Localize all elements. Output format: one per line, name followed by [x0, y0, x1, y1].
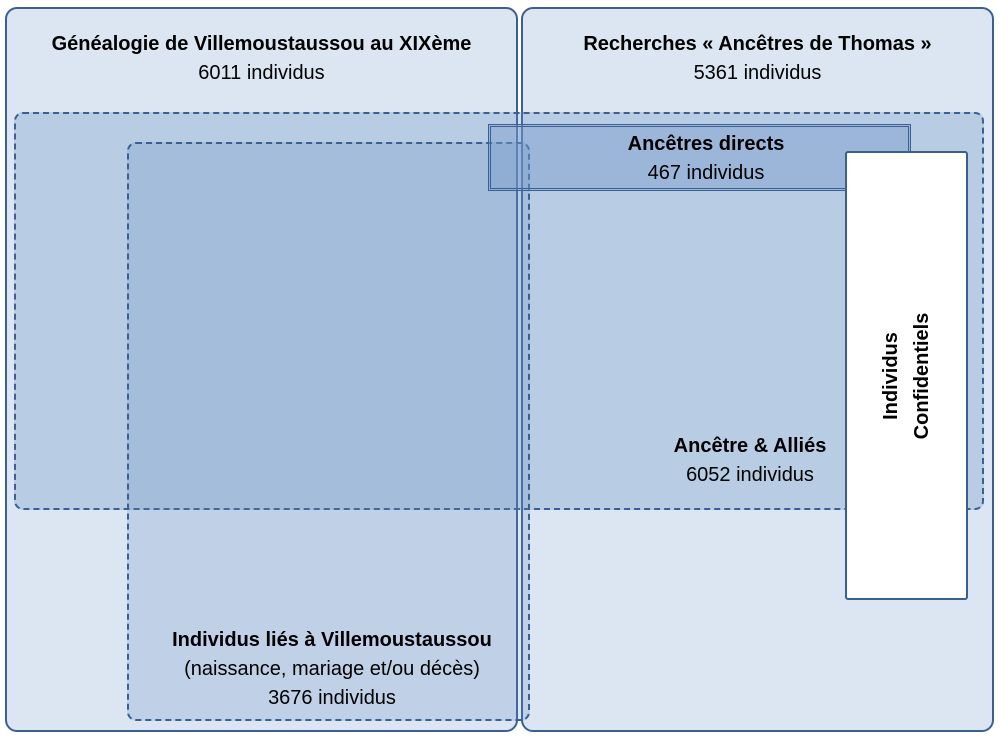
- ancestors-allies-count: 6052 individus: [686, 464, 814, 486]
- confidential-individuals-box: Individus Confidentiels: [845, 151, 968, 600]
- villemoustaussou-genealogy-label: Généalogie de Villemoustaussou au XIXème…: [5, 30, 518, 88]
- direct-ancestors-title: Ancêtres directs: [627, 133, 785, 155]
- ancestors-allies-label: Ancêtre & Alliés 6052 individus: [640, 432, 860, 490]
- confidential-individuals-label: Individus Confidentiels: [876, 312, 938, 439]
- direct-ancestors-box: [488, 124, 911, 191]
- direct-ancestors-count: 467 individus: [647, 162, 765, 184]
- linked-individuals-count: 3676 individus: [268, 687, 396, 709]
- confidential-line-2: Confidentiels: [910, 312, 933, 439]
- ancestors-allies-title: Ancêtre & Alliés: [673, 435, 827, 457]
- confidential-line-1: Individus: [879, 331, 902, 420]
- linked-individuals-subtitle: (naissance, mariage et/ou décès): [184, 658, 480, 680]
- thomas-research-label: Recherches « Ancêtres de Thomas » 5361 i…: [521, 30, 994, 88]
- villemoustaussou-genealogy-box: [5, 7, 518, 732]
- villemoustaussou-genealogy-count: 6011 individus: [198, 62, 325, 84]
- ancestors-allies-dashed-box: [14, 112, 984, 510]
- direct-ancestors-label: Ancêtres directs 467 individus: [488, 130, 924, 188]
- linked-individuals-title: Individus liés à Villemoustaussou: [172, 629, 492, 651]
- thomas-research-title: Recherches « Ancêtres de Thomas »: [583, 33, 932, 55]
- linked-individuals-dashed-box: [127, 142, 530, 721]
- villemoustaussou-genealogy-title: Généalogie de Villemoustaussou au XIXème: [51, 33, 472, 55]
- linked-individuals-label: Individus liés à Villemoustaussou (naiss…: [137, 626, 527, 713]
- thomas-research-count: 5361 individus: [693, 62, 822, 84]
